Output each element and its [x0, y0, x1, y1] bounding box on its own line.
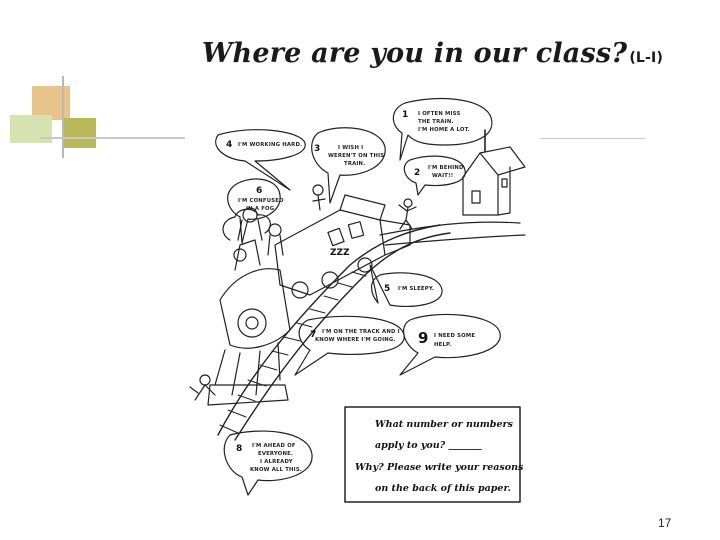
- bubble-1: 1 I OFTEN MISS THE TRAIN. I'M HOME A LOT…: [402, 110, 470, 133]
- bubble-2-line-2: WAIT!!: [432, 173, 453, 179]
- question-box: What number or numbers apply to you? ___…: [355, 419, 524, 494]
- bubble-9-line-1: I NEED SOME: [434, 333, 475, 339]
- bubble-4-line-1: I'M WORKING HARD.: [238, 142, 302, 148]
- bubble-2: 2 I'M BEHIND WAIT!!: [414, 165, 464, 179]
- bubble-1-line-3: I'M HOME A LOT.: [418, 127, 470, 133]
- decor-horizontal-line: [40, 137, 185, 139]
- bubble-4-number: 4: [226, 140, 232, 150]
- question-line-1: What number or numbers: [375, 419, 513, 430]
- question-line-4: on the back of this paper.: [375, 483, 511, 494]
- bubble-9-line-2: HELP.: [434, 342, 451, 348]
- bubble-3-line-3: TRAIN.: [344, 161, 365, 167]
- bubble-6: 6 I'M CONFUSED IN A FOG: [238, 186, 284, 212]
- bubble-3: 3 I WISH I WEREN'T ON THIS TRAIN.: [314, 144, 384, 167]
- bubble-6-line-1: I'M CONFUSED: [238, 198, 284, 204]
- bubble-8-line-3: I ALREADY: [260, 459, 293, 465]
- bubble-8-line-2: EVERYONE.: [258, 451, 293, 457]
- bubble-5: 5 I'M SLEEPY.: [384, 284, 434, 294]
- decor-vertical-line: [62, 76, 64, 158]
- bubble-1-line-1: I OFTEN MISS: [418, 111, 460, 117]
- title-tag: (L-I): [629, 50, 664, 66]
- bubble-8-number: 8: [236, 444, 242, 454]
- bubble-4: 4 I'M WORKING HARD.: [226, 140, 302, 150]
- bubble-8-line-4: KNOW ALL THIS.: [250, 467, 302, 473]
- bubble-7: 7 I'M ON THE TRACK AND I KNOW WHERE I'M …: [310, 329, 400, 343]
- bubble-5-number: 5: [384, 284, 390, 294]
- question-line-3: Why? Please write your reasons: [355, 462, 524, 473]
- train-cartoon-illustration: 1 I OFTEN MISS THE TRAIN. I'M HOME A LOT…: [189, 97, 526, 503]
- bubble-1-line-2: THE TRAIN.: [418, 119, 454, 125]
- bubble-3-line-1: I WISH I: [338, 145, 363, 151]
- bubble-3-number: 3: [314, 144, 320, 154]
- decor-square-olive: [62, 118, 96, 148]
- slide-title: Where are you in our class?(L-I): [202, 38, 663, 69]
- bubble-7-line-2: KNOW WHERE I'M GOING.: [315, 337, 396, 343]
- bubble-2-line-1: I'M BEHIND: [428, 165, 464, 171]
- bubble-1-number: 1: [402, 110, 408, 120]
- bubble-5-line-1: I'M SLEEPY.: [398, 286, 434, 292]
- bubble-8-line-1: I'M AHEAD OF: [252, 443, 296, 449]
- bubble-7-number: 7: [310, 330, 316, 340]
- question-line-2: apply to you? _______: [375, 440, 482, 451]
- bubble-6-number: 6: [256, 186, 262, 196]
- sleep-zzz-text: ZZZ: [330, 248, 350, 258]
- title-text: Where are you in our class?: [202, 38, 628, 69]
- bubble-2-number: 2: [414, 168, 420, 178]
- bubble-3-line-2: WEREN'T ON THIS: [328, 153, 384, 159]
- page-number: 17: [658, 516, 672, 530]
- bubble-9-number: 9: [418, 329, 428, 347]
- bubble-7-line-1: I'M ON THE TRACK AND I: [322, 329, 400, 335]
- bubble-6-line-2: IN A FOG: [246, 206, 274, 212]
- bubble-8: 8 I'M AHEAD OF EVERYONE. I ALREADY KNOW …: [236, 443, 302, 473]
- bubble-9: 9 I NEED SOME HELP.: [418, 329, 475, 348]
- decor-horizontal-line-right: [540, 138, 645, 139]
